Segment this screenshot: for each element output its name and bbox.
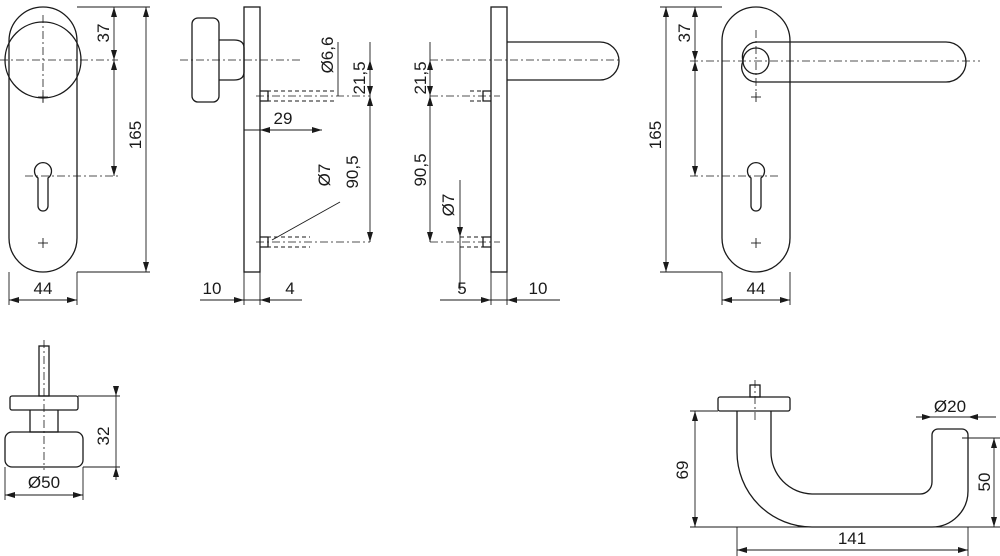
dim-pin-dia: Ø6,6 xyxy=(318,37,337,74)
plate-side xyxy=(243,6,261,273)
dim-spacing: 90,5 xyxy=(343,155,362,188)
dim-left: 10 xyxy=(203,279,222,298)
plate-outline xyxy=(721,6,791,273)
dim-pin-offset: 21,5 xyxy=(411,61,430,94)
dim-pin-offset: 21,5 xyxy=(350,61,369,94)
lever-u-bar xyxy=(736,411,969,528)
dim-knob-offset: 37 xyxy=(94,24,113,43)
dim-height: 32 xyxy=(94,427,113,446)
plate-outline xyxy=(8,6,78,273)
dim-screw-dia: Ø7 xyxy=(315,164,334,187)
dim-right: 10 xyxy=(529,279,548,298)
lever-arm xyxy=(507,41,620,81)
knob-top-view: 32 Ø50 xyxy=(4,340,120,500)
knob-plate-side-view: Ø6,6 21,5 90,5 Ø7 29 10 4 xyxy=(180,6,373,305)
dim-height: 69 xyxy=(673,461,692,480)
dim-length: 141 xyxy=(838,529,866,548)
knob-plate-front-view: 37 165 44 xyxy=(0,6,150,305)
knob-body xyxy=(4,431,84,468)
dim-width: 44 xyxy=(34,279,53,298)
dim-lever-offset: 37 xyxy=(675,24,694,43)
lever-plate-front-view: 37 165 44 xyxy=(646,6,980,305)
dim-dia: Ø50 xyxy=(28,473,60,492)
keyhole-cutout xyxy=(746,161,766,212)
dim-height: 165 xyxy=(646,121,665,149)
rosette-base xyxy=(9,395,79,411)
lever-top-view: Ø20 69 50 141 xyxy=(673,380,1000,556)
dim-right: 4 xyxy=(285,279,294,298)
keyhole-cutout xyxy=(33,161,53,212)
dim-screw-dia: Ø7 xyxy=(439,194,458,217)
lever-plate-side-view: 21,5 90,5 Ø7 5 10 xyxy=(411,6,620,305)
dim-dia: Ø20 xyxy=(934,397,966,416)
dim-spacing: 90,5 xyxy=(411,153,430,186)
dim-width: 44 xyxy=(747,279,766,298)
lever-handle xyxy=(741,41,967,83)
dim-grip-height: 50 xyxy=(975,473,994,492)
dim-height: 165 xyxy=(126,121,145,149)
plate-side xyxy=(490,6,508,273)
dim-depth: 29 xyxy=(274,109,293,128)
dim-left: 5 xyxy=(457,279,466,298)
lever-rosette xyxy=(717,396,791,412)
